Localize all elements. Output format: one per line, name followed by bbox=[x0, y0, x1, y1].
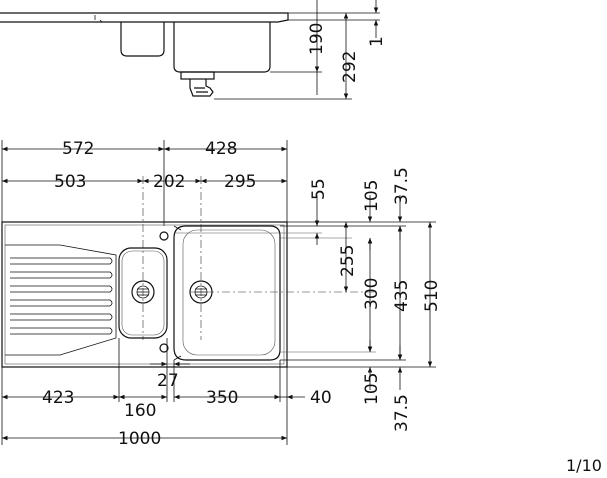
dim-27: 27 bbox=[157, 371, 179, 391]
dim-105-top: 105 bbox=[362, 180, 382, 212]
bottom-dimensions: 27 423 350 40 160 1000 bbox=[1, 338, 332, 449]
dim-350: 350 bbox=[206, 388, 238, 408]
dim-160: 160 bbox=[124, 401, 156, 421]
drainer-grooves bbox=[10, 257, 113, 335]
dim-1000: 1000 bbox=[118, 429, 161, 449]
dim-503: 503 bbox=[54, 172, 86, 192]
dim-255: 255 bbox=[338, 245, 358, 277]
dim-300: 300 bbox=[362, 278, 382, 310]
dim-40: 40 bbox=[310, 388, 332, 408]
dim-202: 202 bbox=[153, 172, 185, 192]
small-strainer-icon bbox=[131, 280, 155, 304]
small-bowl bbox=[118, 247, 168, 339]
dim-295: 295 bbox=[224, 172, 256, 192]
dim-428: 428 bbox=[205, 139, 237, 159]
dim-423: 423 bbox=[42, 388, 74, 408]
dim-1: 1 bbox=[367, 36, 387, 47]
dim-510: 510 bbox=[422, 280, 442, 312]
dim-105-bottom: 105 bbox=[362, 373, 382, 405]
dim-37-5-bottom: 37.5 bbox=[392, 394, 412, 432]
dim-435: 435 bbox=[392, 280, 412, 312]
sink-plan-view bbox=[1, 221, 375, 368]
dim-55: 55 bbox=[309, 178, 329, 200]
dim-572: 572 bbox=[62, 139, 94, 159]
right-dimensions: 55 105 37.5 255 300 435 510 105 37.5 bbox=[174, 167, 442, 432]
dim-292: 292 bbox=[340, 51, 360, 83]
tap-hole-bottom bbox=[159, 343, 169, 353]
top-dimensions: 572 428 503 202 295 bbox=[1, 139, 288, 340]
dim-37-5-top: 37.5 bbox=[392, 167, 412, 205]
dim-190: 190 bbox=[307, 23, 327, 55]
page-number: 1/10 bbox=[566, 456, 602, 475]
side-view: 190 292 1 bbox=[0, 0, 387, 100]
large-bowl bbox=[173, 225, 281, 361]
tap-hole-top bbox=[159, 231, 169, 241]
